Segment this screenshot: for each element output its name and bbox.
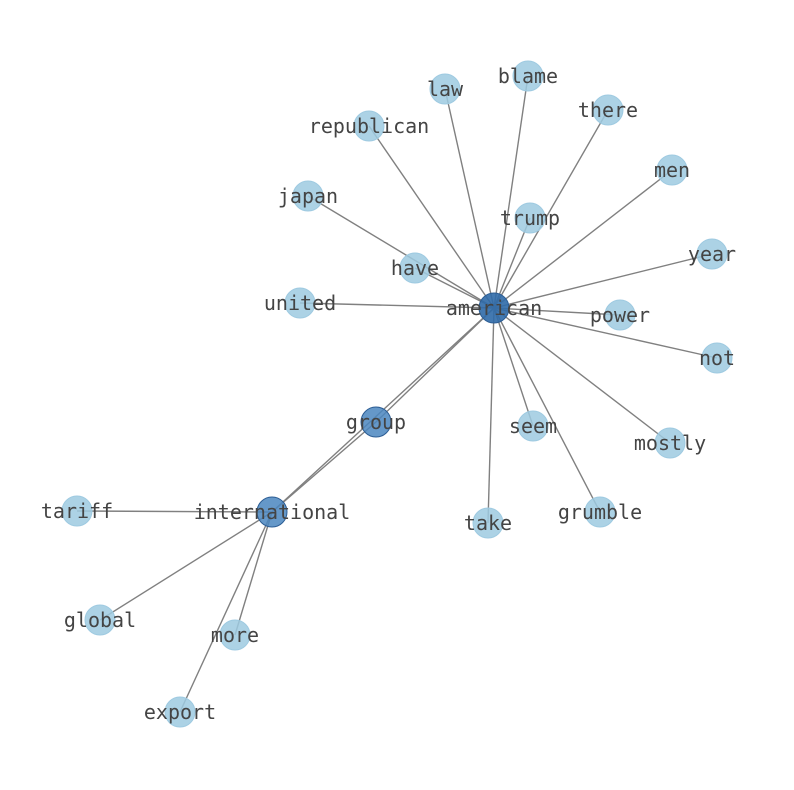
node-label-there: there (578, 98, 638, 122)
edge-american-grumble (493, 307, 601, 513)
node-year (696, 238, 728, 270)
edge-american-there (493, 109, 609, 309)
edge-international-global (99, 511, 273, 621)
node-trump (514, 202, 546, 234)
node-more (219, 619, 251, 651)
edge-american-power (493, 307, 621, 316)
node-label-united: united (264, 291, 336, 315)
node-label-export: export (144, 700, 216, 724)
node-law (429, 73, 461, 105)
node-label-global: global (64, 608, 136, 632)
node-label-mostly: mostly (634, 431, 706, 455)
node-international (256, 496, 288, 528)
edges-layer (76, 75, 718, 713)
node-united (284, 287, 316, 319)
edge-american-mostly (493, 307, 671, 444)
node-japan (292, 180, 324, 212)
edge-american-not (493, 307, 718, 359)
node-tariff (61, 495, 93, 527)
edge-american-seem (493, 307, 534, 427)
edge-international-group (271, 421, 377, 513)
edge-american-law (444, 88, 495, 309)
node-there (592, 94, 624, 126)
node-not (701, 342, 733, 374)
node-label-american: american (446, 296, 542, 320)
node-label-japan: japan (278, 184, 338, 208)
edge-american-united (299, 302, 495, 309)
node-power (604, 299, 636, 331)
node-label-law: law (427, 77, 464, 101)
node-take (472, 507, 504, 539)
edge-american-trump (493, 217, 531, 309)
node-label-year: year (688, 242, 736, 266)
node-label-more: more (211, 623, 259, 647)
node-global (84, 604, 116, 636)
edge-american-republican (368, 125, 495, 309)
node-blame (512, 60, 544, 92)
edge-american-year (493, 253, 713, 309)
node-label-trump: trump (500, 206, 560, 230)
node-american (478, 292, 510, 324)
edge-american-blame (493, 75, 529, 309)
edge-international-more (234, 511, 273, 636)
node-label-take: take (464, 511, 512, 535)
node-export (164, 696, 196, 728)
node-men (656, 154, 688, 186)
edge-american-japan (307, 195, 495, 309)
edge-international-tariff (76, 510, 273, 513)
labels-layer: american international group law blame there r… (41, 64, 736, 724)
node-label-grumble: grumble (558, 500, 642, 524)
node-grumble (584, 496, 616, 528)
node-label-not: not (699, 346, 735, 370)
node-label-tariff: tariff (41, 499, 113, 523)
node-label-blame: blame (498, 64, 558, 88)
node-label-group: group (346, 410, 406, 434)
node-seem (517, 410, 549, 442)
node-label-international: international (194, 500, 351, 524)
edge-american-take (487, 307, 495, 524)
node-label-power: power (590, 303, 650, 327)
edge-international-export (179, 511, 273, 713)
edge-american-men (493, 169, 673, 309)
node-label-seem: seem (509, 414, 557, 438)
node-label-have: have (391, 256, 439, 280)
nodes-layer (61, 60, 733, 728)
node-republican (353, 110, 385, 142)
node-group (360, 406, 392, 438)
node-have (399, 252, 431, 284)
node-label-men: men (654, 158, 690, 182)
node-mostly (654, 427, 686, 459)
node-label-republican: republican (309, 114, 429, 138)
